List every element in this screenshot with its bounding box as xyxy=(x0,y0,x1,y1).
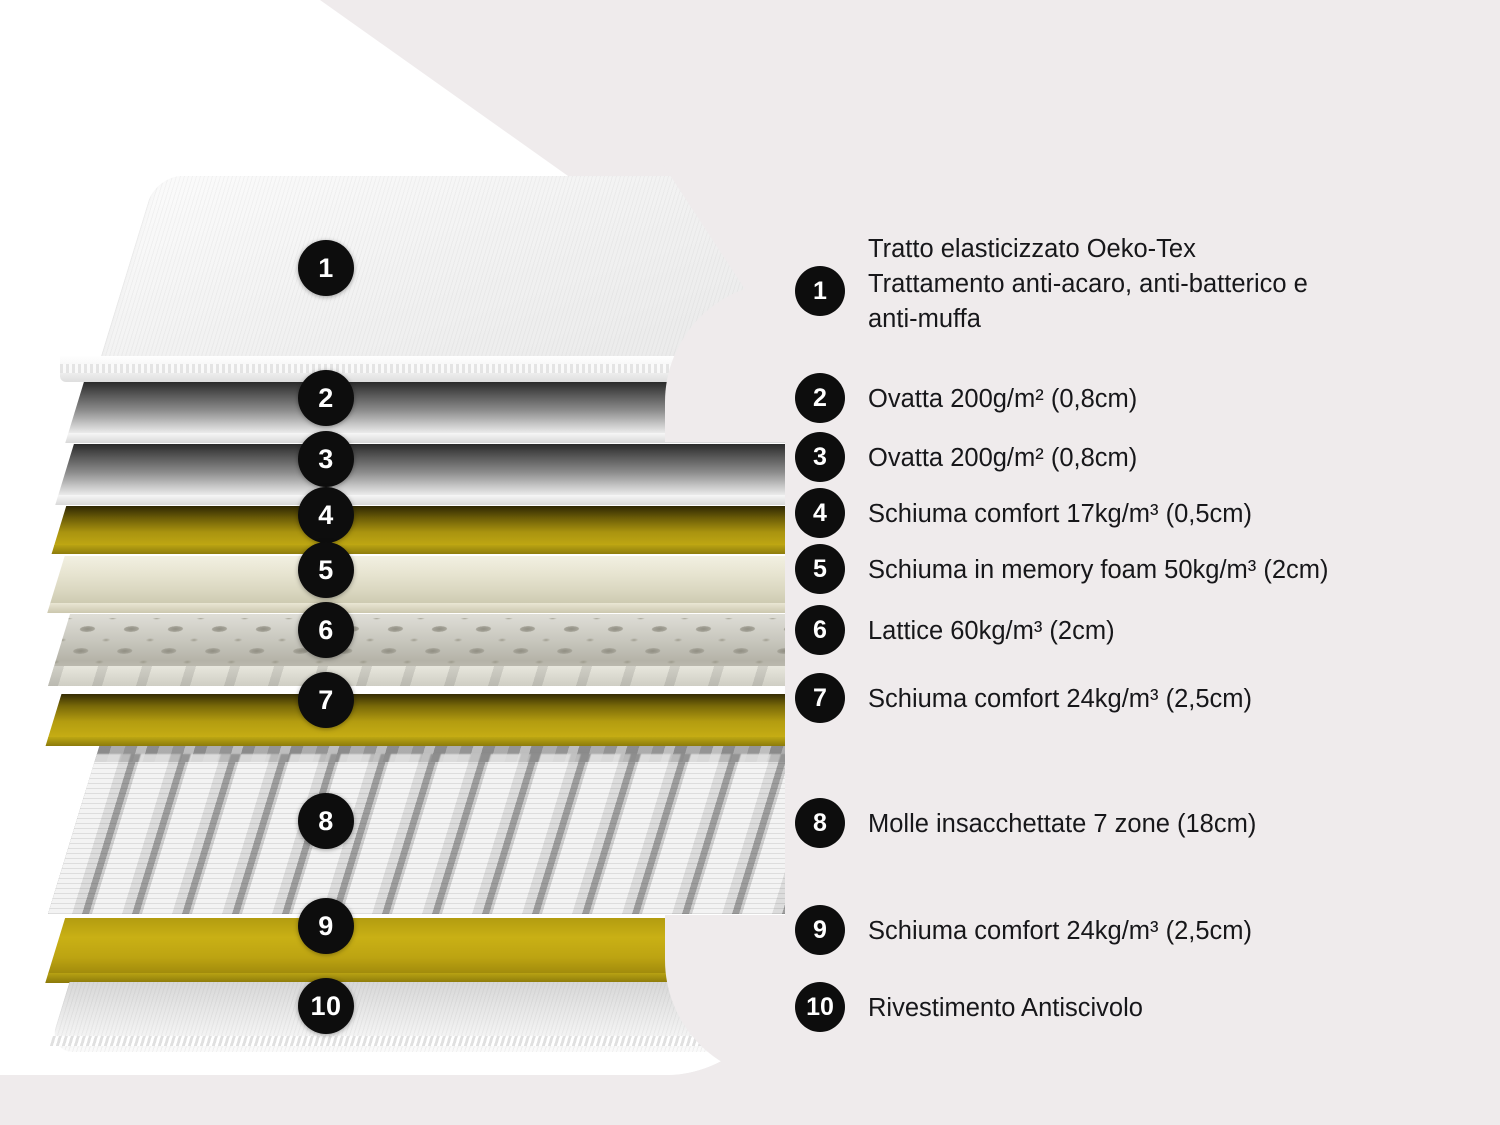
legend-badge-10: 10 xyxy=(795,982,845,1032)
layer-3-wadding xyxy=(58,444,814,496)
layer-7-comfort-foam xyxy=(48,694,810,738)
layer-4-comfort-foam xyxy=(54,506,811,546)
latex-perforations xyxy=(53,618,817,668)
legend-item-1-cover[interactable]: 1 Tratto elasticizzato Oeko-Tex Trattamen… xyxy=(795,232,1308,337)
page-bottom-strip xyxy=(0,1075,1500,1125)
diagram-pin-10[interactable]: 10 xyxy=(298,978,354,1034)
legend-label-6: Lattice 60kg/m³ (2cm) xyxy=(868,617,1115,645)
legend-badge-3: 3 xyxy=(795,432,845,482)
legend-label-1: Tratto elasticizzato Oeko-Tex Trattament… xyxy=(868,235,1308,333)
legend-label-9: Schiuma comfort 24kg/m³ (2,5cm) xyxy=(868,917,1253,945)
legend-item-9-comfort-foam[interactable]: 9 Schiuma comfort 24kg/m³ (2,5cm) xyxy=(795,905,1252,955)
legend-item-8-pocket-springs[interactable]: 8 Molle insacchettate 7 zone (18cm) xyxy=(795,798,1256,848)
diagram-pin-3[interactable]: 3 xyxy=(298,431,354,487)
diagram-pin-2[interactable]: 2 xyxy=(298,370,354,426)
diagram-pin-7[interactable]: 7 xyxy=(298,672,354,728)
spring-front-row xyxy=(48,762,850,914)
legend-label-4: Schiuma comfort 17kg/m³ (0,5cm) xyxy=(868,500,1253,528)
legend-label-10: Rivestimento Antiscivolo xyxy=(868,994,1143,1022)
legend-item-5-memory-foam[interactable]: 5 Schiuma in memory foam 50kg/m³ (2cm) xyxy=(795,544,1329,594)
legend-label-5: Schiuma in memory foam 50kg/m³ (2cm) xyxy=(868,556,1329,584)
legend-badge-8: 8 xyxy=(795,798,845,848)
legend-item-6-latex[interactable]: 6 Lattice 60kg/m³ (2cm) xyxy=(795,605,1115,655)
layer-5-memory-foam xyxy=(50,556,811,604)
diagram-pin-9[interactable]: 9 xyxy=(298,898,354,954)
legend-label-7: Schiuma comfort 24kg/m³ (2,5cm) xyxy=(868,685,1253,713)
legend-item-7-comfort-foam[interactable]: 7 Schiuma comfort 24kg/m³ (2,5cm) xyxy=(795,673,1252,723)
base-stitching xyxy=(49,1036,795,1046)
diagram-pin-8[interactable]: 8 xyxy=(298,793,354,849)
legend-badge-1: 1 xyxy=(795,266,845,316)
layer-6-latex xyxy=(48,614,819,686)
legend-item-2-wadding[interactable]: 2 Ovatta 200g/m² (0,8cm) xyxy=(795,373,1137,423)
legend-badge-6: 6 xyxy=(795,605,845,655)
diagram-pin-6[interactable]: 6 xyxy=(298,602,354,658)
legend-badge-5: 5 xyxy=(795,544,845,594)
legend-label-3: Ovatta 200g/m² (0,8cm) xyxy=(868,444,1138,472)
mattress-cutaway-illustration xyxy=(48,176,857,1052)
legend-item-10-antislip[interactable]: 10 Rivestimento Antiscivolo xyxy=(795,982,1143,1032)
layer-1-cover-edge xyxy=(60,356,760,382)
diagram-pin-4[interactable]: 4 xyxy=(298,487,354,543)
legend-badge-2: 2 xyxy=(795,373,845,423)
latex-edge-profile xyxy=(48,666,803,686)
legend-label-2: Ovatta 200g/m² (0,8cm) xyxy=(868,385,1138,413)
diagram-pin-5[interactable]: 5 xyxy=(298,542,354,598)
legend-item-4-comfort-foam[interactable]: 4 Schiuma comfort 17kg/m³ (0,5cm) xyxy=(795,488,1252,538)
layer-8-pocket-springs xyxy=(48,746,850,914)
legend-badge-4: 4 xyxy=(795,488,845,538)
legend-label-8: Molle insacchettate 7 zone (18cm) xyxy=(868,810,1257,838)
legend-item-3-wadding[interactable]: 3 Ovatta 200g/m² (0,8cm) xyxy=(795,432,1137,482)
legend-badge-7: 7 xyxy=(795,673,845,723)
legend-badge-9: 9 xyxy=(795,905,845,955)
diagram-pin-1[interactable]: 1 xyxy=(298,240,354,296)
